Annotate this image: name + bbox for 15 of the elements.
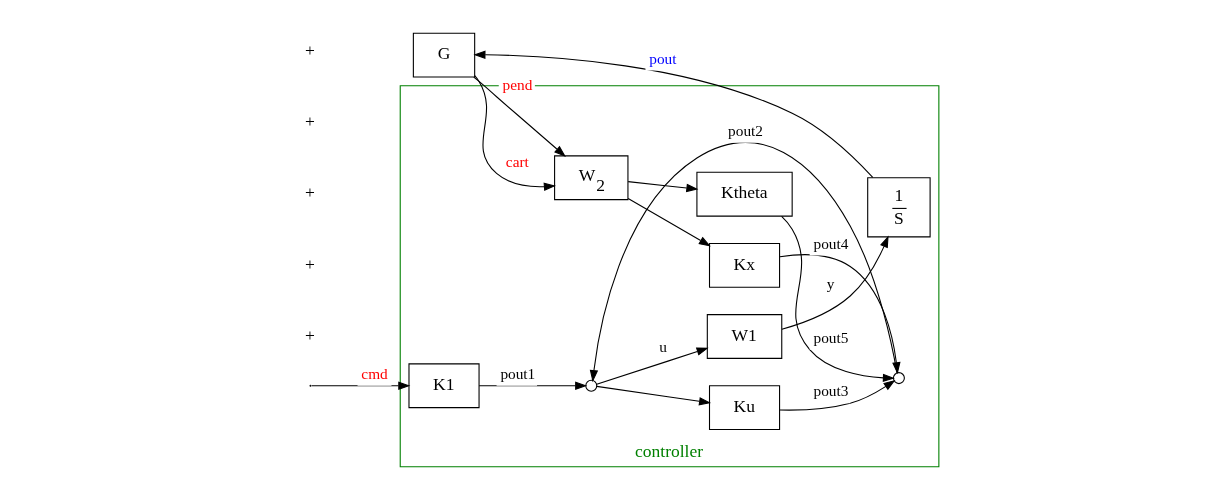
label: + [304,324,315,345]
label: + [304,182,315,203]
edge-label: pout2 [727,121,763,139]
label: + [304,40,315,61]
edge-label: cart [505,152,529,170]
edge-label: pout4 [813,234,848,252]
edge-label: pout3 [813,382,848,400]
edge-label: u [658,337,667,355]
label: + [304,253,315,274]
label: + [304,111,315,132]
edge-label: pout1 [499,364,535,382]
edge-label: pout [648,49,677,67]
edge-label: y [826,275,834,293]
edge-label: pout5 [813,328,848,346]
edge-label: cmd [360,364,388,382]
